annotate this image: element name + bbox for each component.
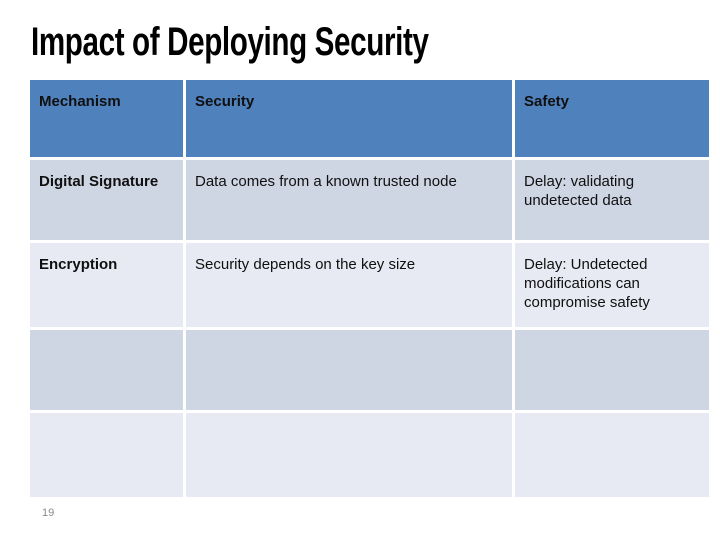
cell-security: Data comes from a known trusted node: [186, 160, 515, 243]
cell-safety: [515, 330, 709, 413]
page-number: 19: [42, 507, 55, 519]
cell-security: [186, 413, 515, 497]
table-row: [30, 330, 709, 413]
column-header-mechanism: Mechanism: [30, 80, 186, 160]
column-header-safety: Safety: [515, 80, 709, 160]
cell-safety: Delay: Undetected modifications can comp…: [515, 243, 709, 330]
page-title: Impact of Deploying Security: [31, 20, 429, 64]
cell-mechanism: [30, 330, 186, 413]
table-header: Mechanism Security Safety: [30, 80, 709, 160]
cell-safety: Delay: validating undetected data: [515, 160, 709, 243]
table-row: [30, 413, 709, 497]
cell-mechanism: [30, 413, 186, 497]
cell-mechanism: Encryption: [30, 243, 186, 330]
cell-mechanism: Digital Signature: [30, 160, 186, 243]
table-body: Digital Signature Data comes from a know…: [30, 160, 709, 497]
cell-security: Security depends on the key size: [186, 243, 515, 330]
cell-security: [186, 330, 515, 413]
cell-safety: [515, 413, 709, 497]
table-row: Encryption Security depends on the key s…: [30, 243, 709, 330]
impact-table: Mechanism Security Safety Digital Signat…: [30, 80, 709, 497]
table-header-row: Mechanism Security Safety: [30, 80, 709, 160]
table-row: Digital Signature Data comes from a know…: [30, 160, 709, 243]
column-header-security: Security: [186, 80, 515, 160]
